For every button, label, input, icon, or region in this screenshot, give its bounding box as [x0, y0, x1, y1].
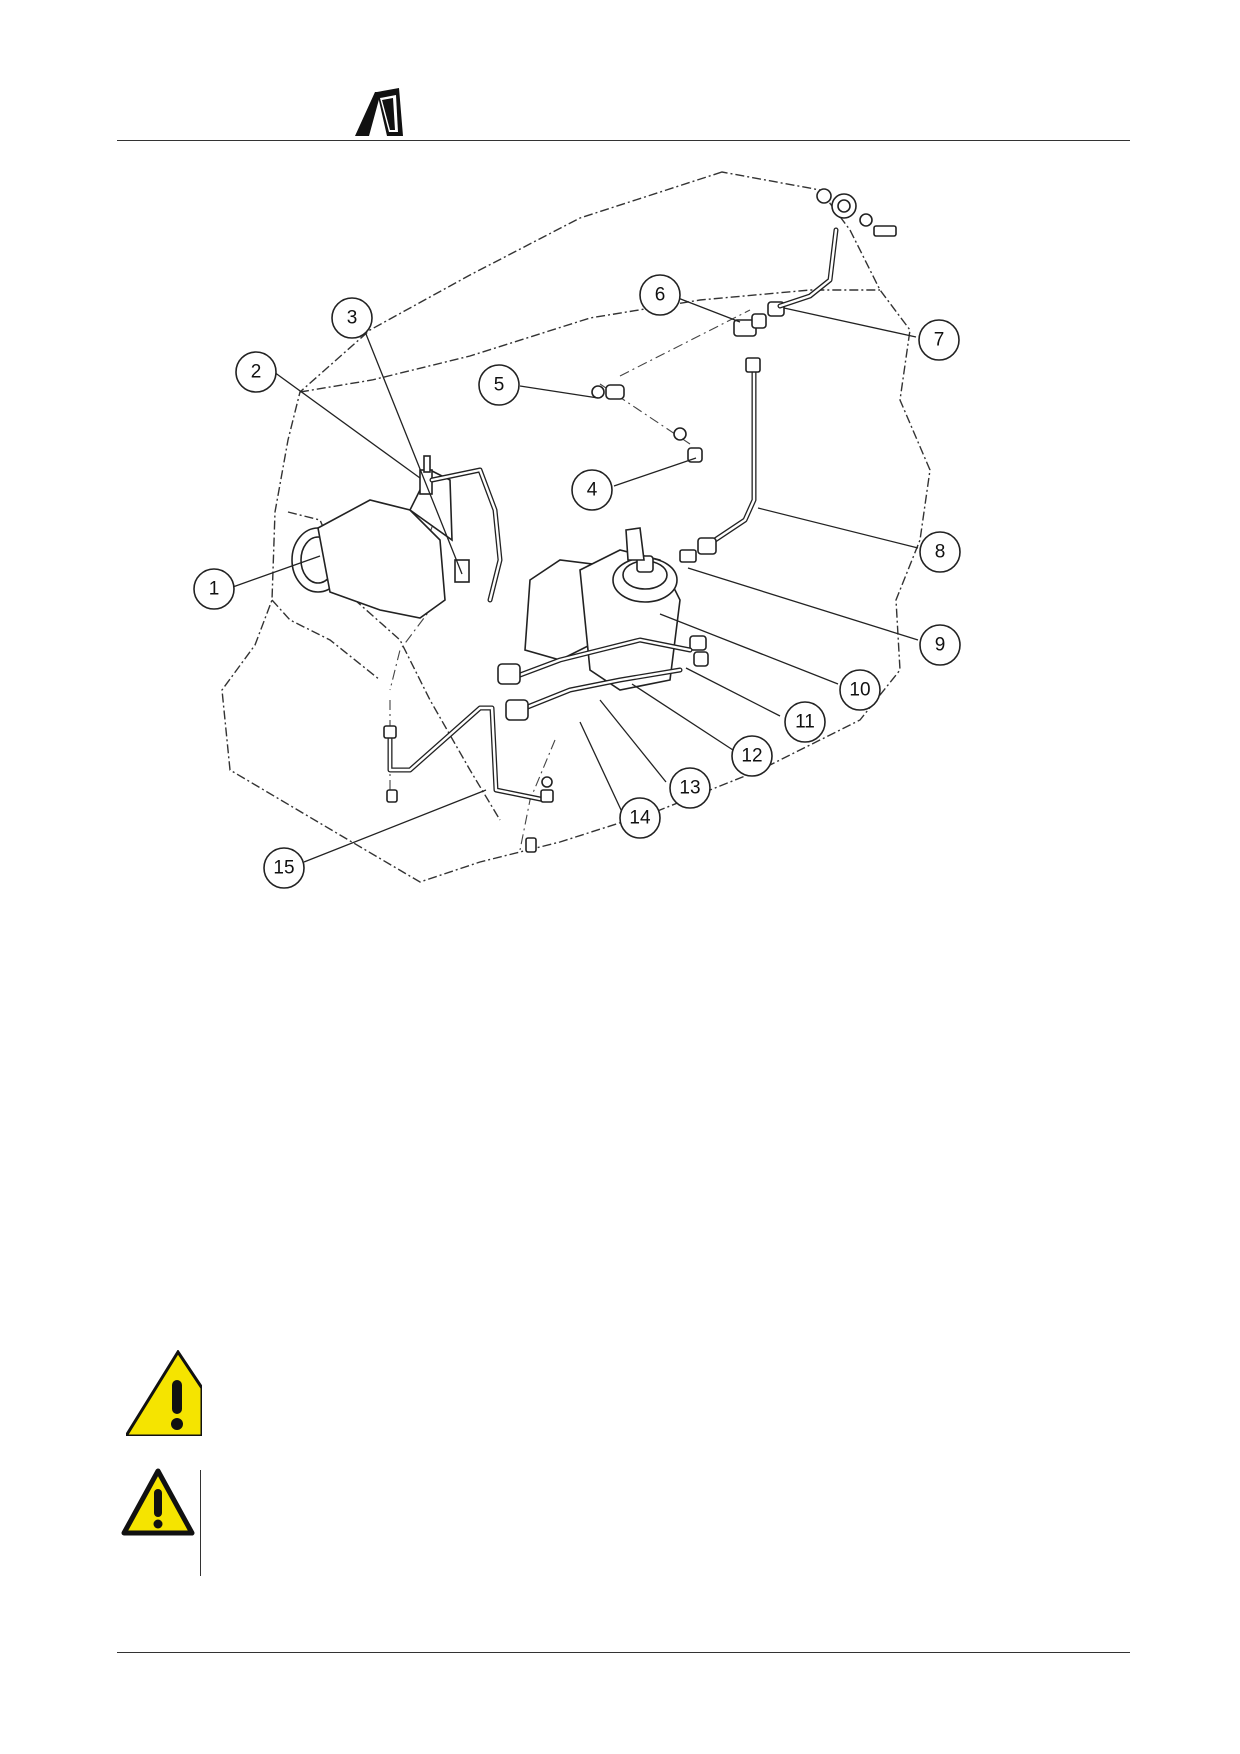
svg-text:5: 5 [494, 375, 505, 396]
callout-3: 3 [331, 297, 373, 339]
svg-text:14: 14 [629, 808, 651, 829]
engine-head-ridge [299, 289, 880, 393]
fuel-system-exploded-diagram: 1 2 3 4 5 6 7 8 9 10 11 12 13 14 15 [193, 171, 961, 889]
svg-text:7: 7 [934, 330, 945, 351]
footer-rule [117, 1652, 1130, 1653]
part-fuel-filter-housing [524, 527, 709, 691]
callout-11: 11 [784, 701, 826, 743]
callout-4: 4 [571, 469, 613, 511]
svg-text:10: 10 [849, 680, 870, 701]
engine-block-outline [221, 171, 931, 883]
svg-text:9: 9 [935, 635, 946, 656]
svg-text:15: 15 [273, 858, 294, 879]
svg-text:3: 3 [347, 308, 358, 329]
callout-15: 15 [263, 847, 305, 889]
callout-14: 14 [619, 797, 661, 839]
manufacturer-logo-icon [355, 88, 403, 136]
callout-2: 2 [235, 351, 277, 393]
header-rule [117, 140, 1130, 141]
svg-text:4: 4 [587, 480, 598, 501]
callout-7: 7 [918, 319, 960, 361]
warning-triangle-icon [121, 1468, 195, 1536]
callout-5: 5 [478, 364, 520, 406]
warning-divider [200, 1470, 201, 1576]
callout-8: 8 [919, 531, 961, 573]
svg-text:2: 2 [251, 362, 262, 383]
callout-6: 6 [639, 274, 681, 316]
svg-text:8: 8 [935, 542, 946, 563]
warning-triangle-icon [126, 1350, 202, 1436]
engine-sump-edge [271, 599, 381, 681]
callout-1: 1 [193, 568, 235, 610]
part-banjo-bolts [591, 384, 703, 463]
part-union-fitting [733, 188, 897, 337]
callout-10: 10 [839, 669, 881, 711]
svg-text:13: 13 [679, 778, 700, 799]
svg-text:1: 1 [209, 579, 220, 600]
callout-9: 9 [919, 624, 961, 666]
svg-text:6: 6 [655, 285, 666, 306]
callout-12: 12 [731, 735, 773, 777]
svg-text:11: 11 [795, 712, 815, 733]
svg-text:12: 12 [741, 746, 762, 767]
callout-13: 13 [669, 767, 711, 809]
